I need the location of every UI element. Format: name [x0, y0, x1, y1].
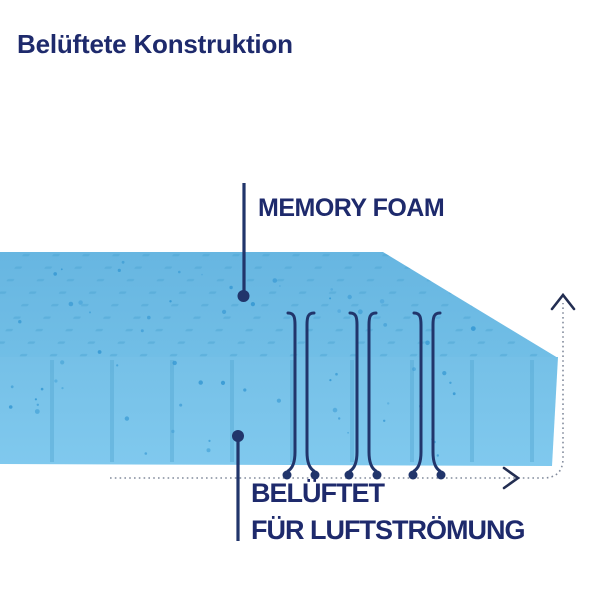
vented-label-line1: BELÜFTET: [251, 478, 385, 508]
memory-foam-label: MEMORY FOAM: [258, 194, 445, 222]
airflow-channel-icon: [282, 311, 320, 480]
mattress-grooves: [50, 360, 534, 462]
vented-leader: [232, 430, 244, 541]
mattress-speckles: [8, 260, 476, 457]
airflow-direction-path: [110, 303, 564, 479]
airflow-channel-icon: [344, 311, 382, 480]
arrow-right-icon: [502, 466, 521, 490]
memory-foam-leader: [237, 183, 250, 302]
page-title: Belüftete Konstruktion: [17, 29, 293, 59]
airflow-channel-icon: [408, 311, 446, 480]
vented-label-line2: FÜR LUFTSTRÖMUNG: [251, 515, 525, 545]
mattress-front-face: [0, 357, 558, 466]
arrow-up-icon: [550, 292, 576, 311]
leader-dot-icon: [232, 430, 244, 442]
mattress-top-perforations: [0, 252, 558, 358]
leader-dot-icon: [237, 290, 250, 302]
